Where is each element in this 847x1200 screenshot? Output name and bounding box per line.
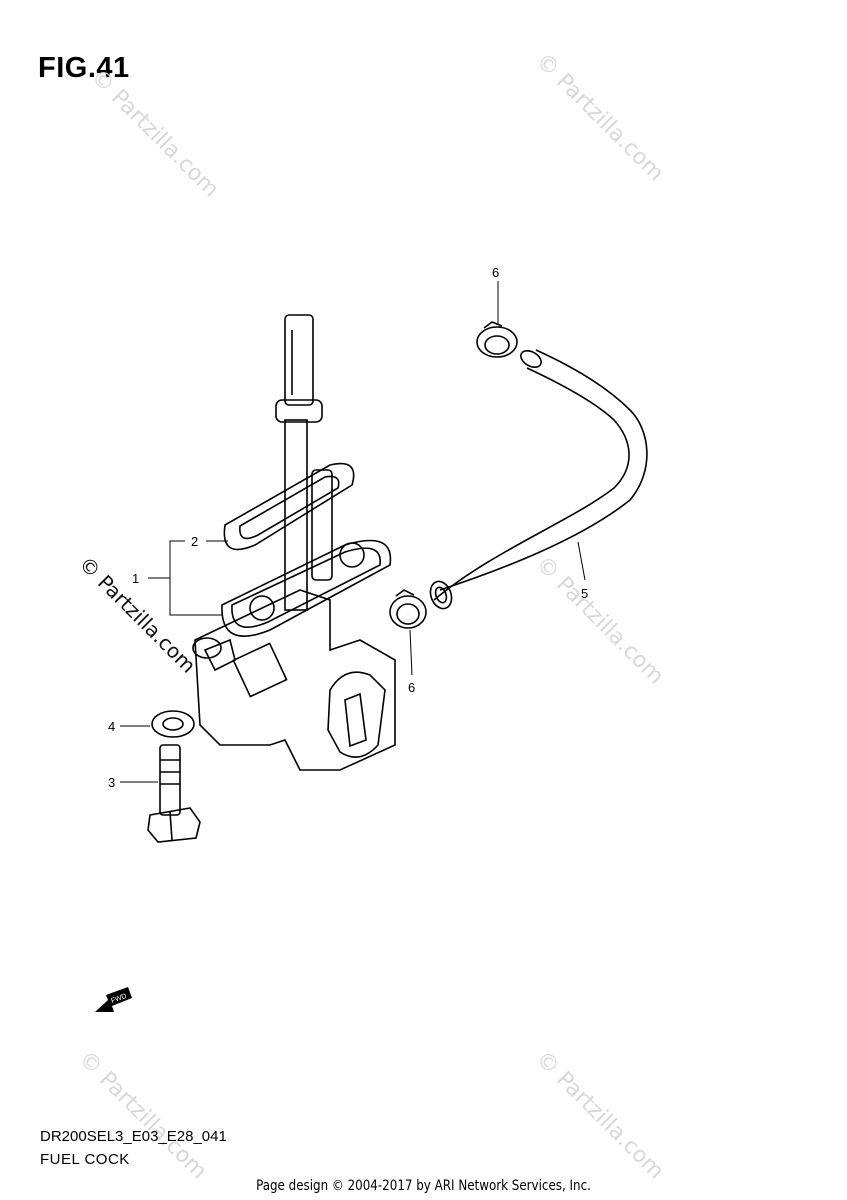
callout-6-bottom: 6 (408, 680, 415, 695)
callout-1: 1 (132, 571, 139, 586)
forward-arrow-icon: FWD (95, 987, 132, 1012)
washer[interactable] (151, 710, 195, 738)
callout-6-top: 6 (492, 265, 499, 280)
watermark-group: © Partzilla.com © Partzilla.com © Partzi… (74, 49, 669, 1185)
watermark-mid-right: © Partzilla.com (531, 552, 669, 690)
bolt[interactable] (147, 744, 201, 843)
diagram-code: DR200SEL3_E03_E28_041 (40, 1128, 227, 1145)
callout-4: 4 (108, 719, 115, 734)
callout-2: 2 (191, 534, 198, 549)
callout-5: 5 (581, 586, 588, 601)
footer-copyright: Page design © 2004-2017 by ARI Network S… (256, 1178, 591, 1194)
watermark-top-right: © Partzilla.com (531, 49, 669, 187)
callout-leaders (120, 281, 586, 783)
callout-3: 3 (108, 775, 115, 790)
fuel-cock-assembly[interactable] (192, 314, 396, 771)
diagram-name: FUEL COCK (40, 1151, 130, 1168)
hose-clamp-bottom[interactable] (389, 589, 427, 629)
figure-title: FIG.41 (38, 52, 130, 84)
watermark-top-left: © Partzilla.com (86, 65, 224, 203)
watermark-bottom-right: © Partzilla.com (531, 1047, 669, 1185)
hose-clamp-top[interactable] (476, 321, 518, 358)
fuel-hose[interactable] (427, 347, 648, 611)
